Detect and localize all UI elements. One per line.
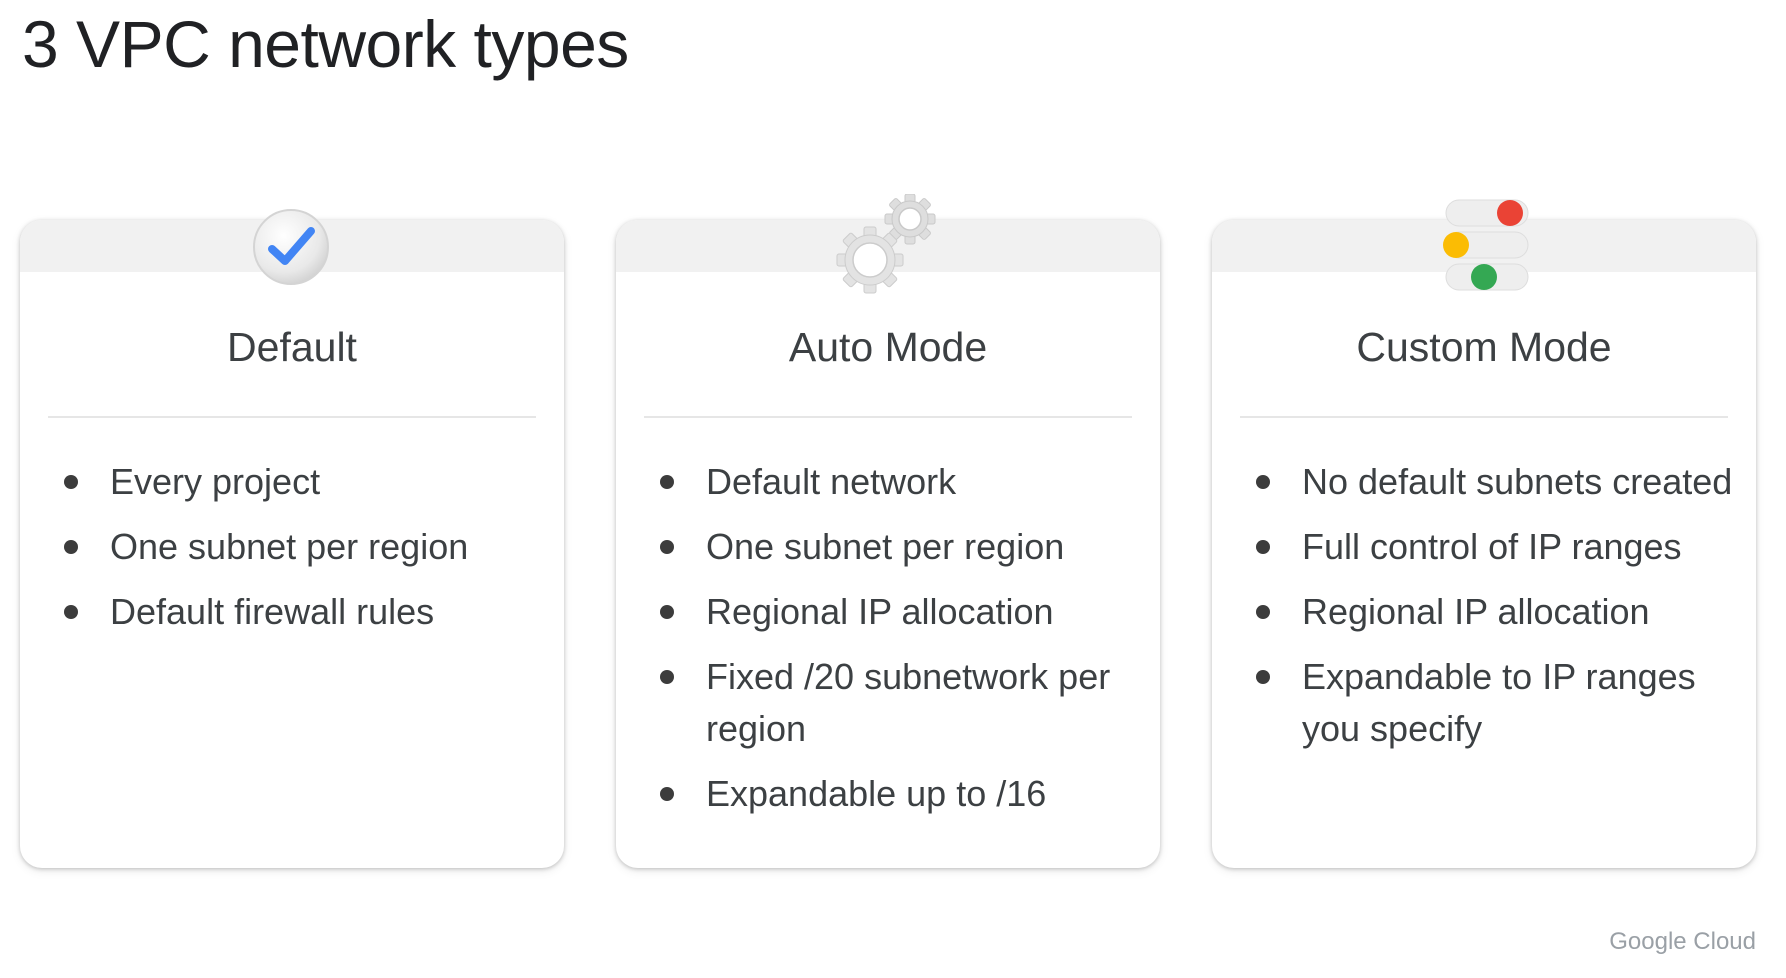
check-circle-icon xyxy=(251,207,331,287)
card-divider xyxy=(48,416,536,418)
list-item: Default network xyxy=(660,456,1146,508)
list-item: Regional IP allocation xyxy=(1256,586,1742,638)
list-item: One subnet per region xyxy=(64,521,550,573)
red-dot xyxy=(1497,200,1523,226)
bullet-list: No default subnets created Full control … xyxy=(1256,456,1742,768)
list-item: One subnet per region xyxy=(660,521,1146,573)
card-title: Auto Mode xyxy=(788,324,988,370)
card-default: Default Every project One subnet per reg… xyxy=(20,220,564,868)
card-auto-mode: Auto Mode Default network One subnet per… xyxy=(616,220,1160,868)
list-item: Every project xyxy=(64,456,550,508)
google-cloud-logo: Google Cloud xyxy=(1609,928,1756,955)
list-item: Full control of IP ranges xyxy=(1256,521,1742,573)
list-item: No default subnets created xyxy=(1256,456,1742,508)
green-dot xyxy=(1471,264,1497,290)
card-title: Custom Mode xyxy=(1356,324,1612,370)
list-item: Default firewall rules xyxy=(64,586,550,638)
list-item: Fixed /20 subnetwork per region xyxy=(660,651,1146,755)
list-item: Regional IP allocation xyxy=(660,586,1146,638)
card-divider xyxy=(1240,416,1728,418)
gears-icon xyxy=(834,193,944,304)
card-divider xyxy=(644,416,1132,418)
list-item: Expandable up to /16 xyxy=(660,768,1146,820)
toggles-icon xyxy=(1432,198,1532,298)
card-title: Default xyxy=(227,324,357,370)
card-custom-mode: Custom Mode No default subnets created F… xyxy=(1212,220,1756,868)
yellow-dot xyxy=(1443,232,1469,258)
slide-title: 3 VPC network types xyxy=(22,7,629,81)
bullet-list: Every project One subnet per region Defa… xyxy=(64,456,550,651)
list-item: Expandable to IP ranges you specify xyxy=(1256,651,1742,755)
bullet-list: Default network One subnet per region Re… xyxy=(660,456,1146,833)
